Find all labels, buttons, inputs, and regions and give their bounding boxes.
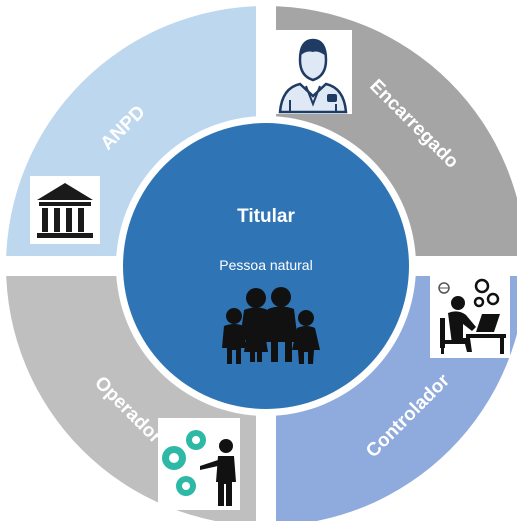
government-building-icon <box>30 176 100 244</box>
family-icon <box>222 287 320 364</box>
person-at-computer-icon <box>430 276 510 358</box>
center-subtitle: Pessoa natural <box>219 257 312 273</box>
center-circle: Titular Pessoa natural <box>123 123 409 409</box>
gears-presenter-icon <box>158 418 240 510</box>
center-title: Titular <box>237 206 295 227</box>
officer-icon <box>274 30 352 114</box>
